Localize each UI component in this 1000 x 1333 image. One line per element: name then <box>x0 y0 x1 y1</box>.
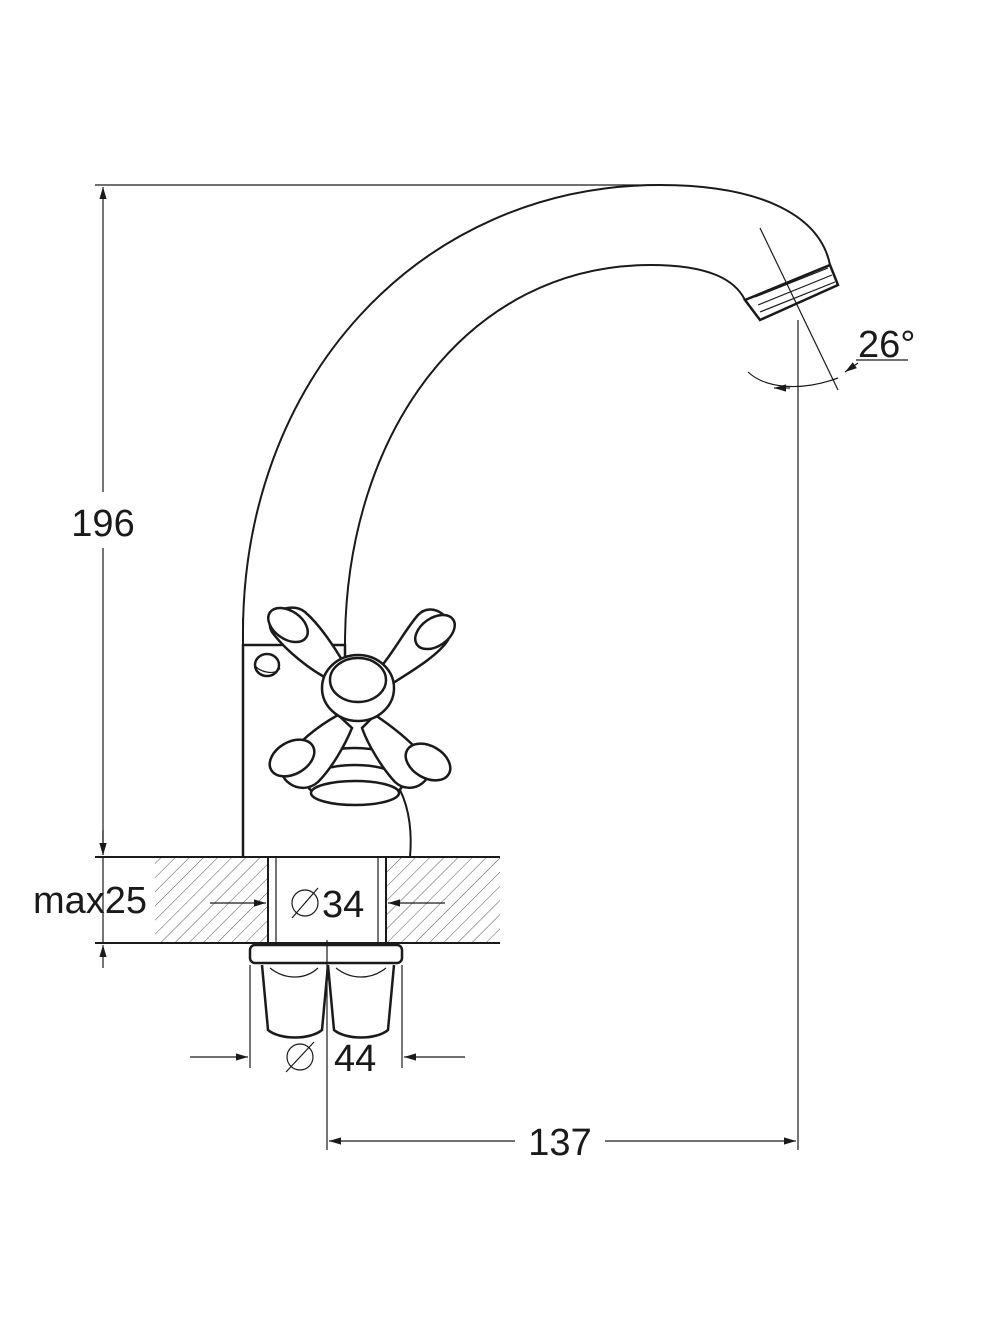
angle-dimension: 26° <box>747 227 915 392</box>
height-dimension: 196 <box>71 184 660 855</box>
mounting-nut <box>248 943 404 1039</box>
reach-label: 137 <box>528 1122 591 1164</box>
height-label: 196 <box>71 503 134 545</box>
hole-diameter-dimension: 34 <box>210 884 445 926</box>
nut-diameter-dimension: 44 <box>190 965 465 1080</box>
hole-diameter-label: 34 <box>322 884 364 926</box>
diameter-symbol-icon <box>291 889 319 917</box>
countertop <box>95 856 500 944</box>
diameter-symbol-icon <box>286 1043 314 1071</box>
nut-diameter-label: 44 <box>334 1038 376 1080</box>
reach-dimension: 137 <box>326 320 799 1164</box>
thickness-label: max25 <box>33 880 147 922</box>
angle-label: 26° <box>858 324 915 366</box>
thickness-dimension: max25 <box>33 830 147 968</box>
cross-handle <box>267 606 456 807</box>
